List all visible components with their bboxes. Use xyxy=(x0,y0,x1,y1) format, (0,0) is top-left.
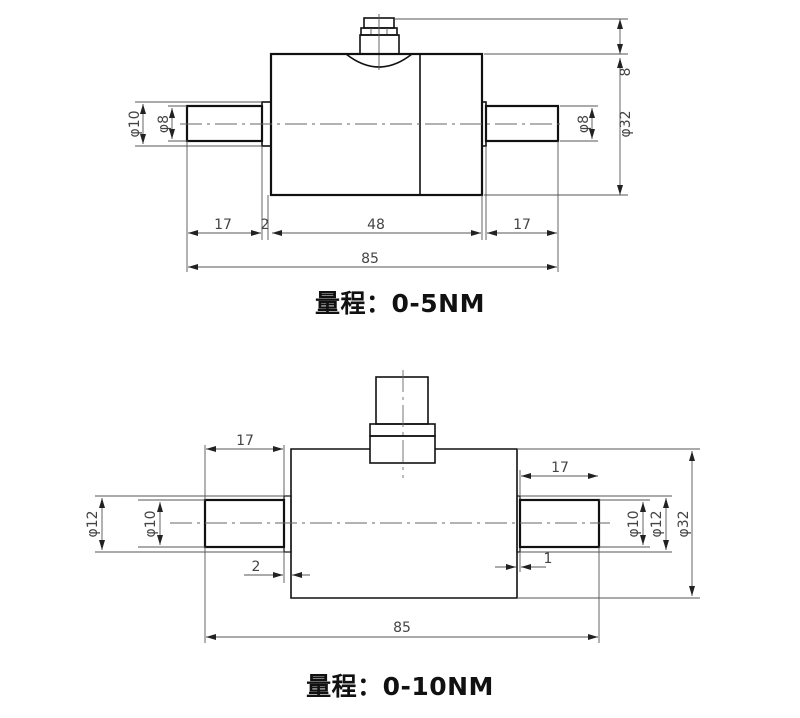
dim-label-left-17: 17 xyxy=(214,217,232,233)
dim-label-48: 48 xyxy=(367,217,385,233)
dim-label-left-17: 17 xyxy=(236,433,254,449)
left-shaft xyxy=(203,498,286,549)
range-caption-0-5nm: 量程：0-5NM xyxy=(315,289,485,318)
dim-label-left-phi10: φ10 xyxy=(127,110,143,137)
dim-overall-length: 85 xyxy=(188,251,557,270)
dim-body-diameter: φ32 xyxy=(484,58,634,196)
dim-label-right-phi8: φ8 xyxy=(576,115,592,133)
connector xyxy=(345,14,413,70)
dim-label-phi32: φ32 xyxy=(618,110,634,137)
dim-label-left-phi8: φ8 xyxy=(156,115,172,133)
dim-label-8: 8 xyxy=(618,68,634,77)
dim-right-outer-diameter: φ12 xyxy=(520,495,672,553)
dim-connector-height: 8 xyxy=(395,18,634,77)
dim-label-right-17: 17 xyxy=(513,217,531,233)
dim-label-2: 2 xyxy=(261,217,270,233)
dim-label-85: 85 xyxy=(361,251,379,267)
dim-label-phi32: φ32 xyxy=(676,510,692,537)
dim-label-2: 2 xyxy=(252,559,261,575)
dim-label-right-phi12: φ12 xyxy=(649,510,665,537)
dim-label-85: 85 xyxy=(393,620,411,636)
dim-left-collar: 2 xyxy=(244,552,310,583)
connector xyxy=(369,370,436,478)
sensor-body xyxy=(290,448,518,599)
right-shaft xyxy=(518,498,601,549)
left-shaft xyxy=(185,104,264,143)
dim-body-diameter: φ32 xyxy=(517,448,700,599)
dim-label-1: 1 xyxy=(544,551,553,567)
dim-label-left-phi12: φ12 xyxy=(85,510,101,537)
sensor-body xyxy=(269,52,484,197)
dim-label-right-phi10: φ10 xyxy=(626,510,642,537)
dim-row-1: 17 2 48 17 xyxy=(188,217,557,236)
dim-right-shaft-diameter: φ10 xyxy=(599,499,650,548)
dim-left-shaft-length: 17 xyxy=(204,433,285,500)
dim-label-left-phi10: φ10 xyxy=(143,510,159,537)
dim-right-collar: 1 xyxy=(495,551,552,572)
dim-label-right-17: 17 xyxy=(551,460,569,476)
technical-drawing-bottom: 17 17 φ12 φ10 φ10 xyxy=(85,370,700,643)
dim-right-shaft-length: 17 xyxy=(519,460,598,496)
right-shaft xyxy=(484,104,560,143)
drawing-0-10nm: 17 17 φ12 φ10 φ10 xyxy=(0,340,800,650)
dim-right-shaft-diameter: φ8 xyxy=(560,105,598,142)
dim-left-shaft-diameter: φ10 xyxy=(138,499,205,548)
dim-left-shaft-diameter: φ8 xyxy=(156,105,187,142)
technical-drawing-top: 8 φ32 φ8 φ10 φ8 xyxy=(127,14,634,272)
range-caption-0-10nm: 量程：0-10NM xyxy=(306,672,494,701)
dim-left-outer-diameter: φ12 xyxy=(85,495,284,553)
dim-overall-length: 85 xyxy=(204,547,600,643)
drawing-0-5nm: 8 φ32 φ8 φ10 φ8 xyxy=(0,0,800,285)
dim-left-outer-diameter: φ10 xyxy=(127,101,262,147)
